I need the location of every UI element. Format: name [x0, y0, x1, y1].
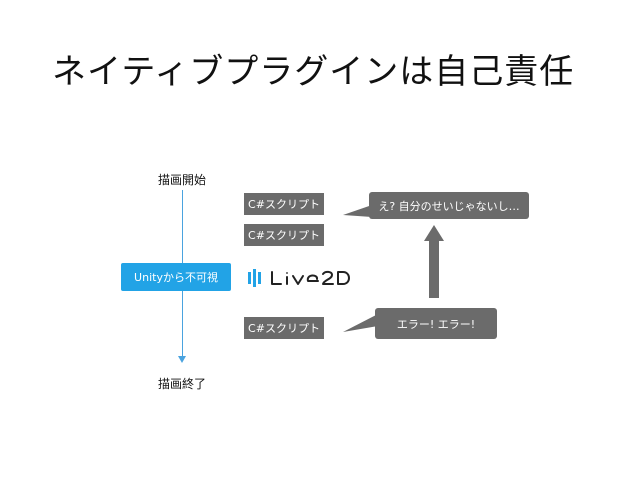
top-bubble-tail: [343, 205, 372, 217]
speech-bubble-top: え? 自分のせいじゃないし…: [369, 192, 529, 219]
csharp-script-box-2: C#スクリプト: [244, 224, 324, 246]
timeline-start-label: 描画開始: [158, 173, 207, 187]
speech-bubble-bottom: エラー! エラー!: [375, 308, 497, 339]
csharp-script-box-3: C#スクリプト: [244, 317, 324, 339]
live2d-logo: [248, 269, 350, 287]
csharp-script-box-1: C#スクリプト: [244, 193, 324, 215]
unity-invisible-box: Unityから不可視: [121, 263, 231, 291]
slide-title: ネイティブプラグインは自己責任: [52, 52, 575, 92]
live2d-logo-mark: [248, 269, 261, 287]
bottom-bubble-tail: [343, 314, 378, 332]
timeline-arrowhead: [178, 356, 186, 363]
up-arrow-shaft: [429, 240, 439, 298]
timeline-end-label: 描画終了: [158, 377, 207, 391]
up-arrow-head: [424, 225, 444, 241]
